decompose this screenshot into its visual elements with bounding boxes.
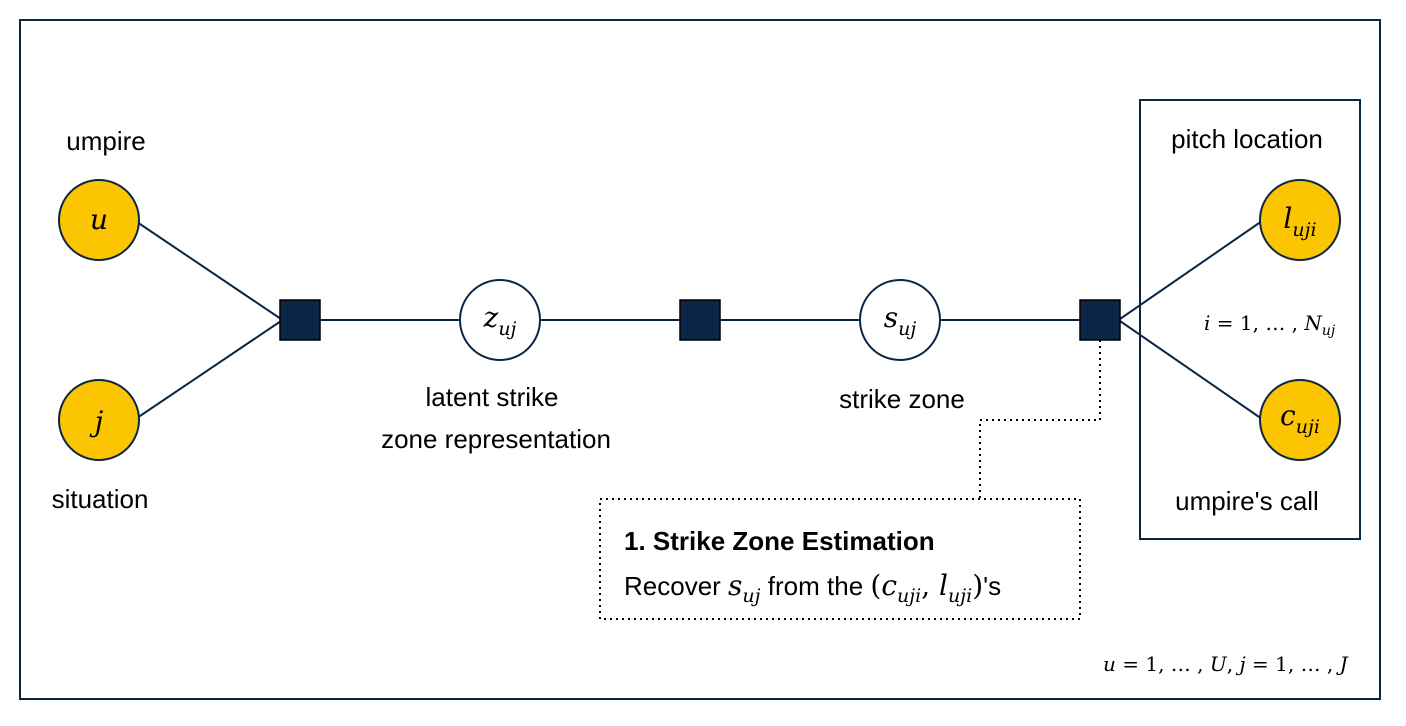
latent-label-line2: zone representation: [381, 424, 611, 454]
outer-u: u: [1103, 652, 1116, 676]
inner-plate-index: i = 1, … , Nuj: [1204, 311, 1336, 339]
edge-u-factor1: [136, 221, 282, 320]
inner-plate-frame: [1139, 99, 1361, 540]
index-N: N: [1303, 311, 1323, 335]
callout-recover: Recover: [624, 571, 728, 601]
index-eq: = 1, … ,: [1210, 311, 1304, 335]
l-sub: uji: [1292, 219, 1316, 241]
outer-J: J: [1336, 652, 1349, 676]
outer-eq2: = 1, … ,: [1246, 652, 1340, 676]
pitch-location-label: pitch location: [1171, 124, 1323, 154]
callout-s-var: s: [728, 569, 742, 602]
callout-sep: ,: [921, 569, 939, 602]
situation-label: situation: [52, 484, 149, 514]
node-z-symbol: zuj: [483, 301, 517, 340]
node-z: [459, 279, 541, 361]
s-var: s: [884, 301, 898, 334]
outer-plate-frame: [19, 19, 1381, 700]
node-c: [1259, 379, 1341, 461]
latent-label-line1: latent strike: [426, 382, 559, 412]
edge-factor3-c: [1119, 320, 1263, 420]
umpire-label: umpire: [66, 126, 145, 156]
z-sub: uj: [498, 318, 516, 340]
callout-from: from the: [761, 571, 871, 601]
callout-c-var: c: [881, 569, 897, 602]
node-l-symbol: luji: [1283, 202, 1316, 241]
z-var: z: [483, 301, 499, 334]
index-N-sub: uj: [1322, 323, 1336, 339]
umpires-call-label: umpire's call: [1175, 486, 1319, 516]
c-var: c: [1280, 399, 1296, 432]
callout-open-paren: (: [870, 569, 881, 602]
node-s: [859, 279, 941, 361]
outer-comma: ,: [1227, 652, 1240, 676]
node-j: [58, 379, 140, 461]
callout-title: 1. Strike Zone Estimation: [624, 526, 935, 556]
index-i: i: [1204, 311, 1210, 335]
callout-s-sub: uj: [742, 585, 760, 607]
edge-j-factor1: [136, 320, 282, 419]
factor-node-1: [279, 299, 321, 341]
callout-close-paren: ): [972, 569, 983, 602]
outer-plate-index: u = 1, … , U, j = 1, … , J: [1103, 652, 1349, 676]
callout-l-var: l: [939, 569, 948, 602]
factor-node-2: [679, 299, 721, 341]
strike-zone-label: strike zone: [839, 384, 965, 414]
outer-j: j: [1235, 652, 1245, 676]
node-s-symbol: suj: [884, 301, 917, 340]
node-c-symbol: cuji: [1280, 399, 1320, 438]
outer-eq1: = 1, … ,: [1116, 652, 1210, 676]
c-sub: uji: [1296, 416, 1320, 438]
s-sub: uj: [898, 318, 916, 340]
callout-tail: 's: [983, 571, 1001, 601]
node-l: [1259, 179, 1341, 261]
callout-c-sub: uji: [897, 585, 921, 607]
callout-text: Recover suj from the (cuji, luji)'s: [624, 569, 1001, 607]
callout-l-sub: uji: [948, 585, 972, 607]
factor-node-3: [1079, 299, 1121, 341]
edge-factor3-l: [1119, 220, 1263, 320]
callout-box: [599, 498, 1081, 620]
l-var: l: [1283, 202, 1292, 235]
outer-U: U: [1210, 652, 1228, 676]
node-u: [58, 179, 140, 261]
callout-connector: [979, 340, 1101, 499]
node-u-symbol: u: [90, 203, 108, 236]
